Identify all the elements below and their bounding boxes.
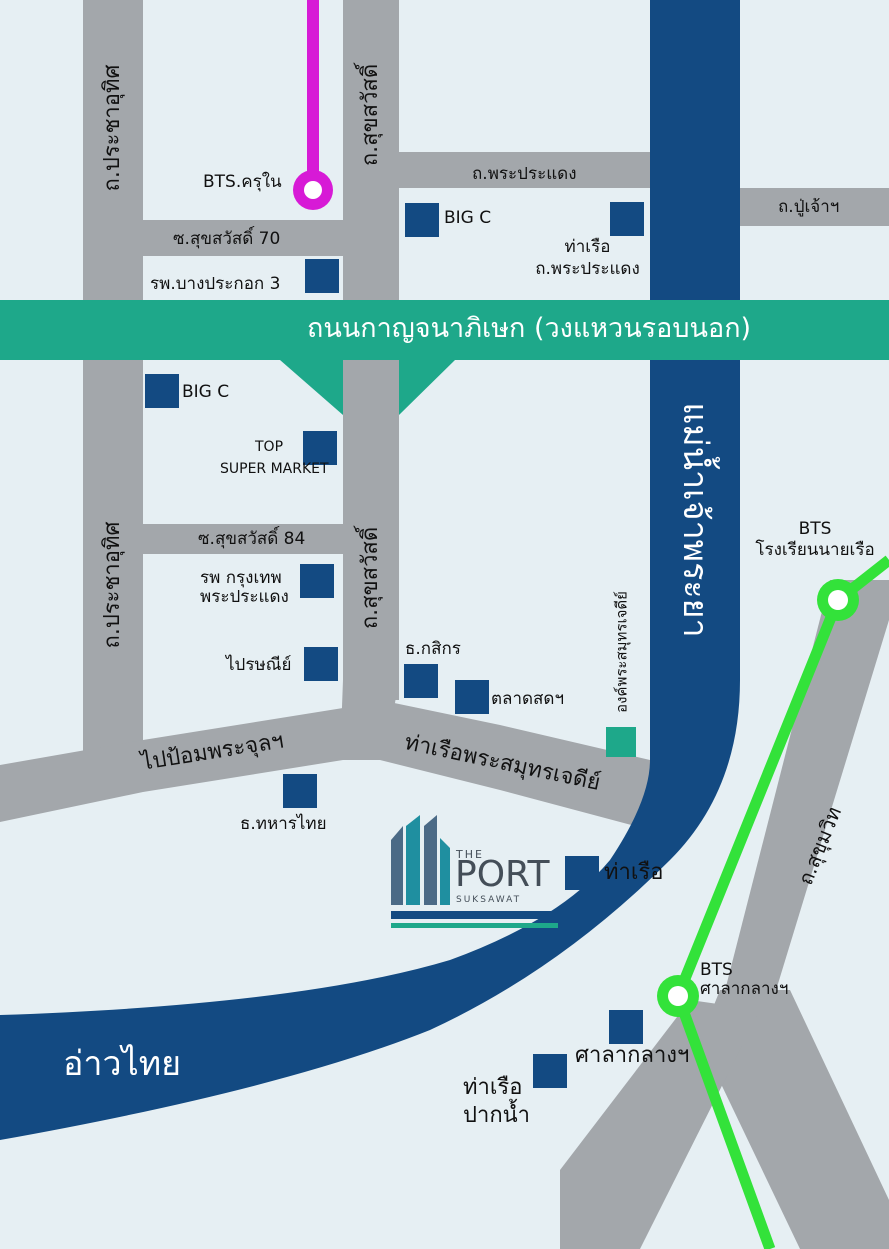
purple-line-track xyxy=(307,0,319,190)
sala-klang-label: ศาลากลางฯ xyxy=(575,1043,690,1068)
green-line-track xyxy=(672,555,889,1249)
kasikorn-bank-label: ธ.กสิกร xyxy=(405,639,461,659)
pier-pak-nam-marker[interactable] xyxy=(533,1054,567,1088)
road-label-phra-pradaeng: ถ.พระประแดง xyxy=(472,164,577,184)
top-market-label-2: SUPER MARKET xyxy=(220,461,329,477)
road-label-soi-84: ซ.สุขสวัสดิ์ 84 xyxy=(198,529,306,549)
station-khru-nai-label: BTS.ครุใน xyxy=(203,172,282,192)
pier-phra-pradaeng-label-1: ท่าเรือ xyxy=(564,237,611,257)
gulf-label: อ่าวไทย xyxy=(63,1044,182,1084)
station-sala-klang-inner xyxy=(668,986,688,1006)
bangkok-hospital-label-1: รพ กรุงเทพ xyxy=(200,568,282,588)
pier-pak-nam-label-1: ท่าเรือ xyxy=(463,1075,523,1100)
pier-label: ท่าเรือ xyxy=(604,860,664,885)
tmb-bank-label: ธ.ทหารไทย xyxy=(240,814,327,834)
ring-road-band xyxy=(0,300,889,360)
road-pai-pom xyxy=(0,708,343,822)
big-c-south-label: BIG C xyxy=(182,382,230,402)
station-sala-klang-label-1: BTS xyxy=(700,960,733,980)
station-sala-klang-label-2: ศาลากลางฯ xyxy=(700,979,789,999)
road-phra-pradaeng xyxy=(399,152,661,188)
post-office-marker[interactable] xyxy=(304,647,338,681)
road-label-soi-70: ซ.สุขสวัสดิ์ 70 xyxy=(173,229,281,249)
station-royal-naval-label-2: โรงเรียนนายเรือ xyxy=(755,540,875,560)
pier-phra-pradaeng-label-2: ถ.พระประแดง xyxy=(535,259,640,279)
road-label-pracha-uthit-upper: ถ.ประชาอุทิศ xyxy=(100,64,125,192)
hospital-bangprakok-marker[interactable] xyxy=(305,259,339,293)
fresh-market-label: ตลาดสดฯ xyxy=(491,689,565,709)
road-label-suksawat-upper: ถ.สุขสวัสดิ์ xyxy=(358,63,383,167)
road-soi-84 xyxy=(143,524,343,554)
bts-green-line xyxy=(657,555,889,1249)
bts-purple-line xyxy=(293,0,333,210)
road-pracha-uthit xyxy=(83,0,143,770)
road-label-phra-samut-chedi: องค์พระสมุทรเจดีย์ xyxy=(612,591,631,713)
road-pu-chao xyxy=(735,188,889,226)
river-label: แม่น้ำเจ้าพระยา xyxy=(675,402,715,638)
phra-samut-chedi-marker[interactable] xyxy=(606,727,636,757)
road-label-pu-chao: ถ.ปู่เจ้าฯ xyxy=(778,197,840,217)
tmb-bank-marker[interactable] xyxy=(283,774,317,808)
road-label-suksawat-lower: ถ.สุขสวัสดิ์ xyxy=(358,526,383,630)
ring-road xyxy=(0,300,889,415)
river-chao-phraya xyxy=(0,0,740,1140)
top-market-marker[interactable] xyxy=(303,431,337,465)
pier-pak-nam-label-2: ปากน้ำ xyxy=(463,1103,531,1128)
road-label-pracha-uthit-lower: ถ.ประชาอุทิศ xyxy=(100,521,125,649)
post-office-label: ไปรษณีย์ xyxy=(226,655,292,675)
top-market-label-1: TOP xyxy=(255,439,284,455)
road-tha-ruea xyxy=(380,700,650,830)
pier-phra-pradaeng-marker[interactable] xyxy=(610,202,644,236)
logo-suksawat: SUKSAWAT xyxy=(456,895,522,905)
kasikorn-bank-marker[interactable] xyxy=(404,664,438,698)
sala-klang-marker[interactable] xyxy=(609,1010,643,1044)
ring-road-ramp-right xyxy=(399,360,455,415)
hospital-bangprakok-label: รพ.บางประกอก 3 xyxy=(150,274,281,294)
bangkok-hospital-marker[interactable] xyxy=(300,564,334,598)
big-c-north-label: BIG C xyxy=(444,208,492,228)
station-royal-naval-inner xyxy=(828,590,848,610)
road-sukhumvit-lower-left xyxy=(560,1000,760,1249)
road-sukhumvit-lower-right xyxy=(700,990,889,1249)
bangkok-hospital-label-2: พระประแดง xyxy=(200,587,289,607)
fresh-market-marker[interactable] xyxy=(455,680,489,714)
logo-the: THE xyxy=(456,848,484,861)
station-royal-naval-label-1: BTS xyxy=(798,519,832,539)
station-khru-nai-inner xyxy=(304,181,322,199)
the-port-logo-graphic xyxy=(391,815,558,928)
pier-marker[interactable] xyxy=(565,856,599,890)
logo-port: PORT xyxy=(455,854,550,895)
big-c-south-marker[interactable] xyxy=(145,374,179,408)
road-soi-70 xyxy=(143,220,343,256)
ring-road-label: ถนนกาญจนาภิเษก (วงแหวนรอบนอก) xyxy=(307,313,752,344)
ring-road-ramp-left xyxy=(280,360,343,415)
road-sukhumvit xyxy=(720,580,889,1010)
big-c-north-marker[interactable] xyxy=(405,203,439,237)
